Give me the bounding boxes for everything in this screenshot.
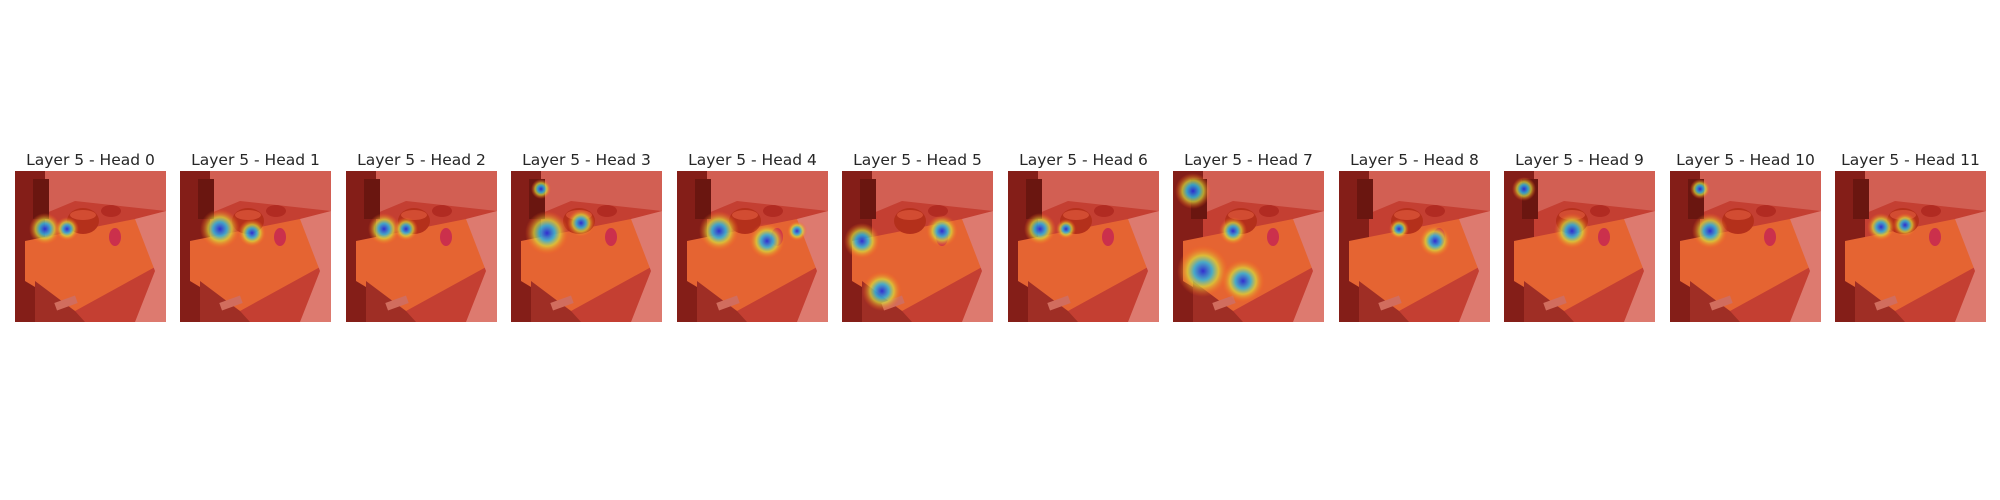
panel-title: Layer 5 - Head 2 <box>357 151 486 169</box>
attention-heatmap-image <box>1008 171 1159 322</box>
heatmap-panel: Layer 5 - Head 3 <box>511 149 662 322</box>
panel-title: Layer 5 - Head 6 <box>1019 151 1148 169</box>
attention-heatmap-image <box>842 171 993 322</box>
panel-title: Layer 5 - Head 7 <box>1184 151 1313 169</box>
panel-title: Layer 5 - Head 0 <box>26 151 155 169</box>
panel-title: Layer 5 - Head 3 <box>522 151 651 169</box>
panel-title: Layer 5 - Head 10 <box>1676 151 1815 169</box>
attention-heatmap-image <box>1835 171 1986 322</box>
attention-heatmap-image <box>1339 171 1490 322</box>
attention-heatmap-image <box>180 171 331 322</box>
heatmap-panel: Layer 5 - Head 10 <box>1670 149 1821 322</box>
attention-heatmap-image <box>15 171 166 322</box>
attention-heatmap-image <box>1670 171 1821 322</box>
attention-heatmap-image <box>511 171 662 322</box>
panel-title: Layer 5 - Head 5 <box>853 151 982 169</box>
panel-title: Layer 5 - Head 11 <box>1841 151 1980 169</box>
panel-title: Layer 5 - Head 1 <box>191 151 320 169</box>
heatmap-panel: Layer 5 - Head 9 <box>1504 149 1655 322</box>
panel-title: Layer 5 - Head 9 <box>1515 151 1644 169</box>
heatmap-panel: Layer 5 - Head 11 <box>1835 149 1986 322</box>
heatmap-panel: Layer 5 - Head 7 <box>1173 149 1324 322</box>
heatmap-panel: Layer 5 - Head 4 <box>677 149 828 322</box>
panel-title: Layer 5 - Head 4 <box>688 151 817 169</box>
heatmap-panel: Layer 5 - Head 8 <box>1339 149 1490 322</box>
attention-heatmap-image <box>677 171 828 322</box>
heatmap-panel: Layer 5 - Head 5 <box>842 149 993 322</box>
attention-heatmap-image <box>1504 171 1655 322</box>
panel-title: Layer 5 - Head 8 <box>1350 151 1479 169</box>
heatmap-panel: Layer 5 - Head 6 <box>1008 149 1159 322</box>
heatmap-panel: Layer 5 - Head 1 <box>180 149 331 322</box>
attention-heatmap-image <box>1173 171 1324 322</box>
heatmap-panel: Layer 5 - Head 0 <box>15 149 166 322</box>
attention-heatmap-image <box>346 171 497 322</box>
heatmap-panel: Layer 5 - Head 2 <box>346 149 497 322</box>
